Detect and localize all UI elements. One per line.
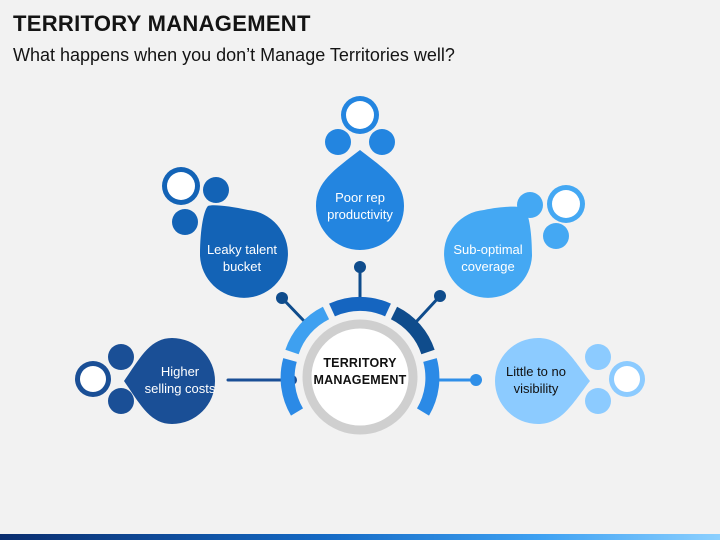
drop-shape [124,338,215,424]
label-line: Sub-optimal [453,242,523,257]
petal-left [517,192,543,218]
petal-ring-inner [614,366,640,392]
label-line: productivity [327,207,393,222]
petal-right [203,177,229,203]
page-title: TERRITORY MANAGEMENT [13,11,311,36]
petal-bottom [172,209,198,235]
label-line: coverage [461,259,515,274]
drop-shape [200,205,288,298]
petal-top [108,344,134,370]
petal-bottom [543,223,569,249]
label-sub-optimal-coverage: Sub-optimal coverage [438,241,538,275]
petal-ring-inner [167,172,195,200]
center-circle-ring [302,319,418,435]
petal-ring-inner [346,101,374,129]
label-line: selling costs [144,381,216,396]
drop-shape [444,206,532,298]
label-line: Leaky talent [206,242,278,257]
drop-little-to-no-visibility [495,338,645,424]
petal-right [369,129,395,155]
label-line: visibility [513,381,559,396]
center-label-line2: MANAGEMENT [313,373,407,387]
drop-poor-rep-productivity [316,96,404,250]
center-arcs [280,296,440,416]
connector-dot-little-to-no-visibility [470,374,482,386]
connector-dot-poor-rep-productivity [354,261,366,273]
drop-leaky-talent-bucket [162,167,288,298]
label-line: bucket [222,259,262,274]
petal-bottom [108,388,134,414]
petal-top [585,344,611,370]
label-poor-rep-productivity: Poor rep productivity [310,189,410,223]
arc-segment-upper-left [285,306,330,355]
label-line: Poor rep [335,190,385,205]
label-higher-selling-costs: Higher selling costs [130,363,230,397]
connector-dot-sub-optimal-coverage [434,290,446,302]
petal-ring-inner [80,366,106,392]
label-leaky-talent-bucket: Leaky talent bucket [192,241,292,275]
drop-shape [495,338,590,424]
petal-ring-inner [552,190,580,218]
connector-dot-leaky-talent-bucket [276,292,288,304]
label-little-to-no-visibility: Little to no visibility [486,363,586,397]
center-label-line1: TERRITORY [323,356,397,370]
petal-bottom [585,388,611,414]
page-subtitle: What happens when you don’t Manage Terri… [13,45,455,65]
arc-segment-left [280,358,304,416]
arc-segment-right [416,358,440,416]
drop-higher-selling-costs [75,338,215,424]
drop-sub-optimal-coverage [444,185,585,298]
drop-shape [316,150,404,250]
label-line: Little to no [506,364,566,379]
label-line: Higher [160,364,200,379]
center-label: TERRITORY MANAGEMENT [305,355,415,389]
arc-segment-upper-right [390,306,435,355]
petal-left [325,129,351,155]
bottom-accent-bar [0,534,720,540]
arc-segment-top [329,296,391,317]
